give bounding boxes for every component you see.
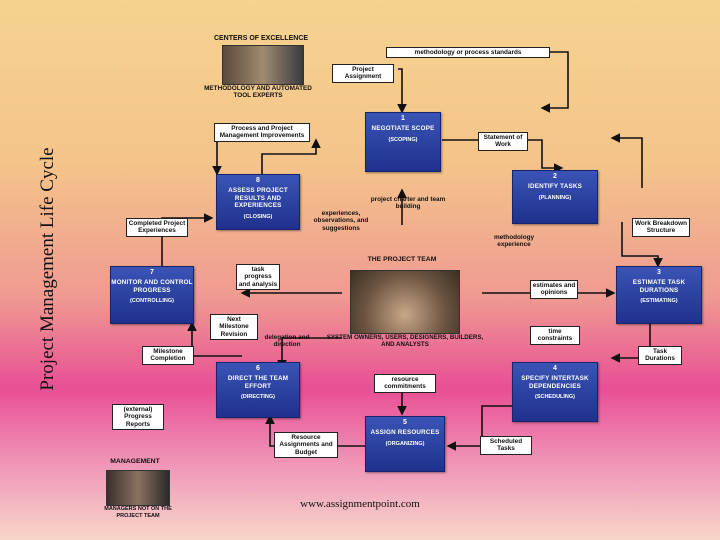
stage-phase: (ESTIMATING) bbox=[640, 298, 678, 304]
statement-of-work-box: Statement of Work bbox=[478, 132, 528, 151]
project-team-photo bbox=[350, 270, 460, 334]
stage-name: ASSIGN RESOURCES bbox=[370, 429, 440, 436]
stage-5-assign-resources[interactable]: 5 ASSIGN RESOURCES (ORGANIZING) bbox=[365, 416, 445, 472]
stage-number: 2 bbox=[553, 173, 557, 180]
stage-name: DIRECT THE TEAM EFFORT bbox=[227, 375, 289, 390]
methodology-standards-box: methodology or process standards bbox=[386, 47, 550, 59]
stage-number: 6 bbox=[256, 365, 260, 372]
stage-name: IDENTIFY TASKS bbox=[528, 183, 582, 190]
arrow-standards bbox=[540, 51, 569, 113]
stage-1-negotiate-scope[interactable]: 1 NEGOTIATE SCOPE (SCOPING) bbox=[365, 112, 441, 172]
stage-7-monitor-control[interactable]: 7 MONITOR AND CONTROL PROGRESS (CONTROLL… bbox=[110, 266, 194, 324]
stage-phase: (DIRECTING) bbox=[241, 394, 275, 400]
life-cycle-diagram: CENTERS OF EXCELLENCE METHODOLOGY AND AU… bbox=[102, 28, 716, 526]
time-constraints-box: time constraints bbox=[530, 326, 580, 345]
process-improvements-box: Process and Project Management Improveme… bbox=[214, 123, 310, 142]
delegation-label: delegation and direction bbox=[264, 334, 310, 349]
managers-not-on-team-label: MANAGERS NOT ON THE PROJECT TEAM bbox=[104, 506, 172, 520]
arrow-delegation bbox=[277, 337, 342, 370]
management-photo bbox=[106, 470, 170, 506]
next-milestone-box: Next Milestone Revision bbox=[210, 314, 258, 341]
stage-phase: (SCHEDULING) bbox=[534, 394, 576, 400]
management-label: MANAGEMENT bbox=[110, 458, 160, 465]
milestone-completion-box: Milestone Completion bbox=[142, 346, 194, 365]
completed-experiences-box: Completed Project Experiences bbox=[126, 218, 188, 237]
centers-of-excellence-label: CENTERS OF EXCELLENCE bbox=[213, 35, 309, 42]
stage-name: ASSESS PROJECT RESULTS AND EXPERIENCES bbox=[228, 187, 288, 209]
wbs-box: Work Breakdown Structure bbox=[632, 218, 690, 237]
stage-phase: (CONTROLLING) bbox=[130, 298, 174, 304]
external-reports-box: (external) Progress Reports bbox=[112, 404, 164, 431]
stage-name: SPECIFY INTERTASK DEPENDENCIES bbox=[521, 375, 589, 390]
stage-name: MONITOR AND CONTROL PROGRESS bbox=[111, 279, 193, 294]
methodology-experts-label: METHODOLOGY AND AUTOMATED TOOL EXPERTS bbox=[204, 85, 312, 100]
arrow-resources-to-direct bbox=[265, 414, 380, 447]
stage-phase: (CLOSING) bbox=[243, 213, 273, 220]
project-assignment-box: Project Assignment bbox=[332, 64, 394, 83]
project-charter-label: project charter and team building bbox=[370, 196, 446, 211]
system-owners-label: SYSTEM OWNERS, USERS, DESIGNERS, BUILDER… bbox=[326, 334, 484, 349]
arrow-assess-to-scope bbox=[261, 138, 321, 174]
footer-url: www.assignmentpoint.com bbox=[300, 498, 420, 510]
stage-number: 3 bbox=[657, 269, 661, 276]
centers-photo bbox=[222, 45, 304, 85]
stage-4-specify-dependencies[interactable]: 4 SPECIFY INTERTASK DEPENDENCIES (SCHEDU… bbox=[512, 362, 598, 422]
arrow-tasks-to-durations bbox=[621, 222, 663, 268]
stage-phase: (ORGANIZING) bbox=[385, 440, 425, 447]
arrow-sow bbox=[610, 133, 643, 188]
task-durations-box: Task Durations bbox=[638, 346, 682, 365]
stage-2-identify-tasks[interactable]: 2 IDENTIFY TASKS (PLANNING) bbox=[512, 170, 598, 224]
methodology-experience-label: methodology experience bbox=[493, 234, 535, 249]
stage-number: 4 bbox=[553, 365, 557, 372]
experiences-label: experiences, observations, and suggestio… bbox=[313, 210, 369, 232]
stage-8-assess-results[interactable]: 8 ASSESS PROJECT RESULTS AND EXPERIENCES… bbox=[216, 174, 300, 230]
stage-phase: (PLANNING) bbox=[538, 194, 572, 201]
stage-number: 7 bbox=[150, 269, 154, 276]
task-progress-box: task progress and analysis bbox=[236, 264, 280, 291]
stage-number: 8 bbox=[256, 177, 260, 184]
stage-name: NEGOTIATE SCOPE bbox=[371, 125, 435, 132]
resource-assignments-box: Resource Assignments and Budget bbox=[274, 432, 338, 459]
stage-phase: (SCOPING) bbox=[388, 136, 418, 143]
resource-commitments-box: resource commitments bbox=[374, 374, 436, 393]
stage-number: 5 bbox=[403, 419, 407, 426]
stage-name: ESTIMATE TASK DURATIONS bbox=[632, 279, 686, 294]
stage-3-estimate-durations[interactable]: 3 ESTIMATE TASK DURATIONS (ESTIMATING) bbox=[616, 266, 702, 324]
project-team-label: THE PROJECT TEAM bbox=[367, 256, 437, 263]
vertical-title: Project Management Life Cycle bbox=[37, 147, 58, 391]
arrow-assignment bbox=[397, 68, 407, 114]
stage-number: 1 bbox=[401, 115, 405, 122]
estimates-box: estimates and opinions bbox=[530, 280, 578, 299]
scheduled-tasks-box: Scheduled Tasks bbox=[480, 436, 532, 455]
arrow-deps-to-resources bbox=[446, 405, 522, 451]
stage-6-direct-team[interactable]: 6 DIRECT THE TEAM EFFORT (DIRECTING) bbox=[216, 362, 300, 418]
